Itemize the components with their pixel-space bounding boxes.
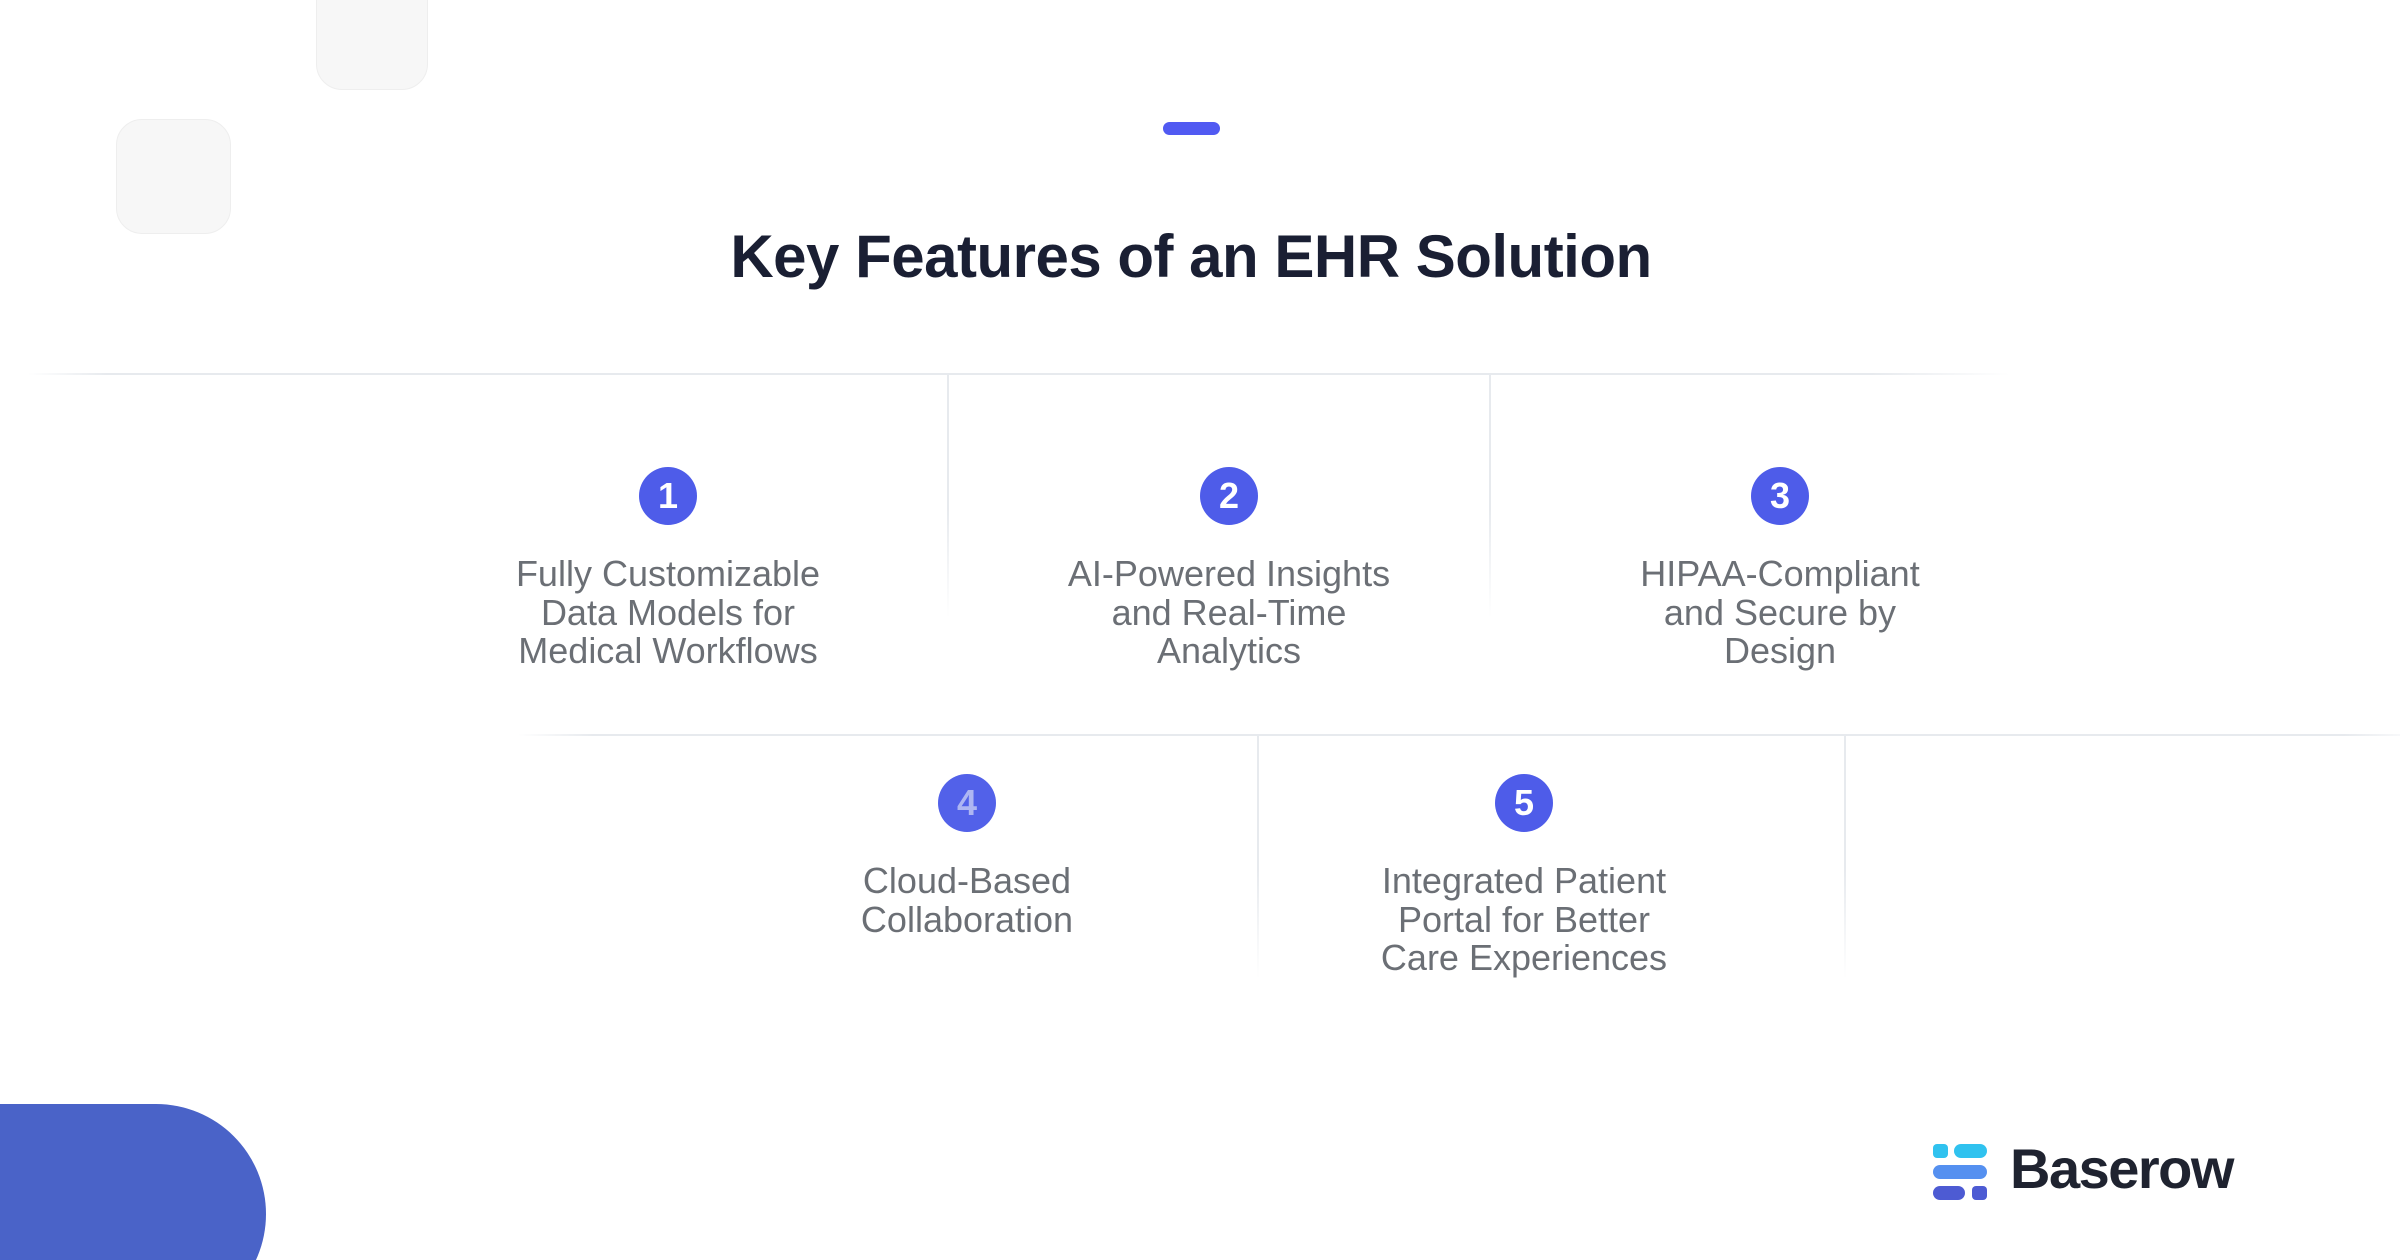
decor-blob xyxy=(0,1104,266,1260)
page-title: Key Features of an EHR Solution xyxy=(730,223,1652,291)
feature-item-1: 1 Fully Customizable Data Models for Med… xyxy=(368,467,968,671)
decor-square-left xyxy=(116,119,231,234)
feature-label: HIPAA-Compliant and Secure by Design xyxy=(1640,553,1920,671)
feature-item-4: 4 Cloud-Based Collaboration xyxy=(667,774,1267,939)
feature-number-badge: 5 xyxy=(1495,774,1553,832)
feature-label: Integrated Patient Portal for Better Car… xyxy=(1380,860,1668,978)
grid-line-vertical xyxy=(1257,735,1259,979)
grid-line-horizontal-row2 xyxy=(518,734,2400,736)
feature-label: AI-Powered Insights and Real-Time Analyt… xyxy=(1067,553,1391,671)
feature-number-badge: 2 xyxy=(1200,467,1258,525)
grid-line-vertical xyxy=(947,374,949,618)
feature-number-badge: 1 xyxy=(639,467,697,525)
baserow-wordmark: Baserow xyxy=(2010,1137,2234,1200)
feature-item-5: 5 Integrated Patient Portal for Better C… xyxy=(1224,774,1824,978)
feature-item-3: 3 HIPAA-Compliant and Secure by Design xyxy=(1480,467,2080,671)
baserow-icon-row xyxy=(1933,1144,1987,1158)
baserow-icon-row xyxy=(1933,1165,1987,1179)
feature-label: Cloud-Based Collaboration xyxy=(860,860,1074,940)
baserow-icon-row xyxy=(1933,1186,1987,1200)
grid-line-vertical xyxy=(1489,374,1491,618)
feature-number-badge: 4 xyxy=(938,774,996,832)
baserow-icon-bar xyxy=(1933,1186,1965,1200)
baserow-icon-square xyxy=(1933,1144,1948,1158)
baserow-icon xyxy=(1933,1144,1987,1200)
feature-item-2: 2 AI-Powered Insights and Real-Time Anal… xyxy=(929,467,1529,671)
accent-dash xyxy=(1163,122,1220,135)
feature-number-badge: 3 xyxy=(1751,467,1809,525)
grid-line-horizontal-row1 xyxy=(28,373,2010,375)
decor-square-top xyxy=(316,0,428,90)
baserow-icon-bar xyxy=(1954,1144,1987,1158)
baserow-logo: Baserow xyxy=(1933,1137,2234,1203)
baserow-icon-square xyxy=(1972,1186,1987,1200)
baserow-icon-bar xyxy=(1933,1165,1987,1179)
grid-line-vertical xyxy=(1844,735,1846,979)
feature-label: Fully Customizable Data Models for Medic… xyxy=(515,553,821,671)
